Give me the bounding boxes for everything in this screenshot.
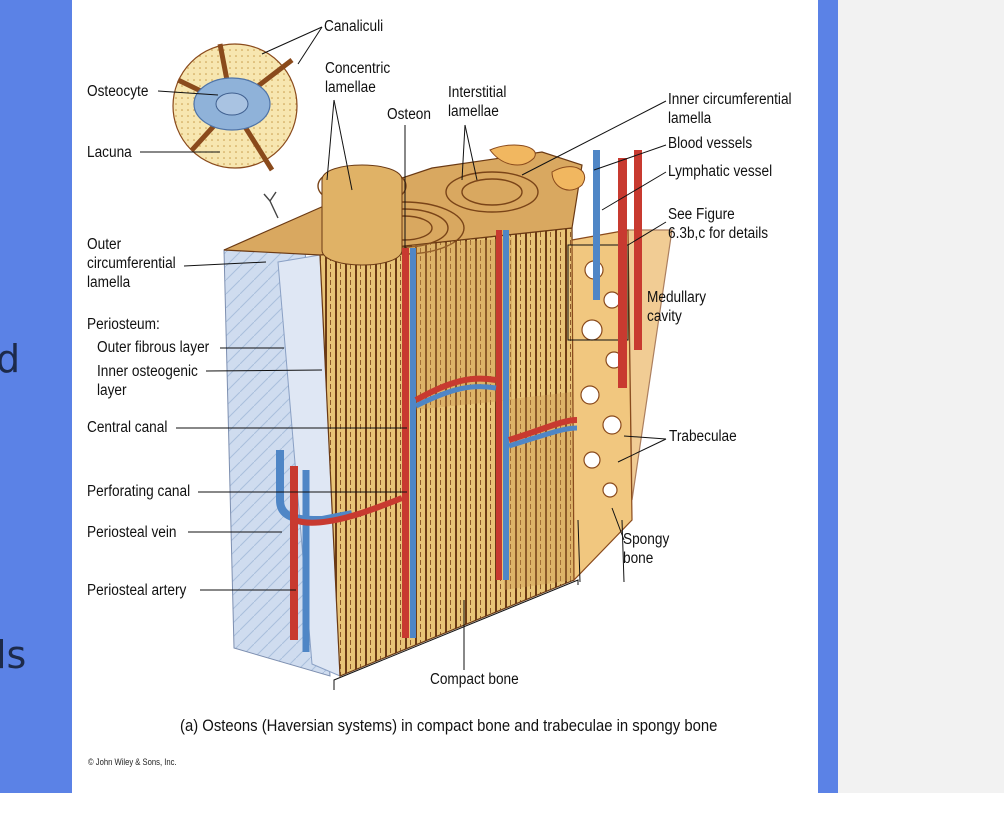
figure-caption: (a) Osteons (Haversian systems) in compa… (180, 717, 718, 735)
label-canaliculi: Canaliculi (324, 18, 384, 35)
label-lacuna: Lacuna (87, 144, 132, 161)
label-see-figure: See Figure 6.3b,c for details (668, 206, 769, 242)
label-spongy-bone: Spongy bone (623, 531, 670, 567)
bone-illustration (140, 26, 673, 690)
slide-border-right (818, 0, 838, 793)
trabeculae-top (489, 144, 536, 166)
label-osteocyte: Osteocyte (87, 83, 149, 100)
medullary-vessels (593, 150, 642, 388)
central-canal-vessels (402, 230, 578, 638)
label-blood-vessels: Blood vessels (668, 135, 753, 152)
slide-text-fragment: d (0, 337, 21, 381)
label-medullary-cavity: Medullary cavity (647, 289, 707, 325)
label-periosteal-vein: Periosteal vein (87, 524, 177, 541)
label-inner-osteogenic-layer: Inner osteogenic layer (97, 363, 198, 399)
label-interstitial-lamellae: Interstitial lamellae (448, 84, 507, 120)
label-outer-fibrous-layer: Outer fibrous layer (97, 339, 210, 356)
osteocyte-inset (172, 43, 298, 219)
periosteal-vessels (276, 450, 404, 652)
label-compact-bone: Compact bone (430, 671, 519, 688)
label-central-canal: Central canal (87, 419, 168, 436)
label-concentric-lamellae: Concentric lamellae (325, 60, 391, 96)
label-inner-circumferential-lamella: Inner circumferential lamella (668, 91, 792, 127)
label-periosteum: Periosteum: (87, 316, 160, 333)
label-periosteal-artery: Periosteal artery (87, 582, 187, 599)
label-perforating-canal: Perforating canal (87, 483, 191, 500)
slide-text-fragment: ls (0, 633, 27, 677)
label-trabeculae: Trabeculae (669, 428, 737, 445)
osteon-cylinder (321, 164, 403, 266)
bottom-band (0, 793, 1004, 814)
trabeculae-top (551, 166, 585, 191)
osteon-section (412, 238, 512, 410)
figure-card: Canaliculi Osteocyte Concentric lamellae… (72, 0, 818, 793)
background-panel-right (838, 0, 1004, 793)
label-lymphatic-vessel: Lymphatic vessel (668, 163, 773, 180)
leader-lines (140, 26, 667, 690)
label-outer-circumferential-lamella: Outer circumferential lamella (87, 236, 176, 291)
copyright-notice: © John Wiley & Sons, Inc. (88, 757, 177, 767)
background-slide-left: d ls (0, 0, 72, 793)
label-osteon: Osteon (387, 106, 431, 123)
